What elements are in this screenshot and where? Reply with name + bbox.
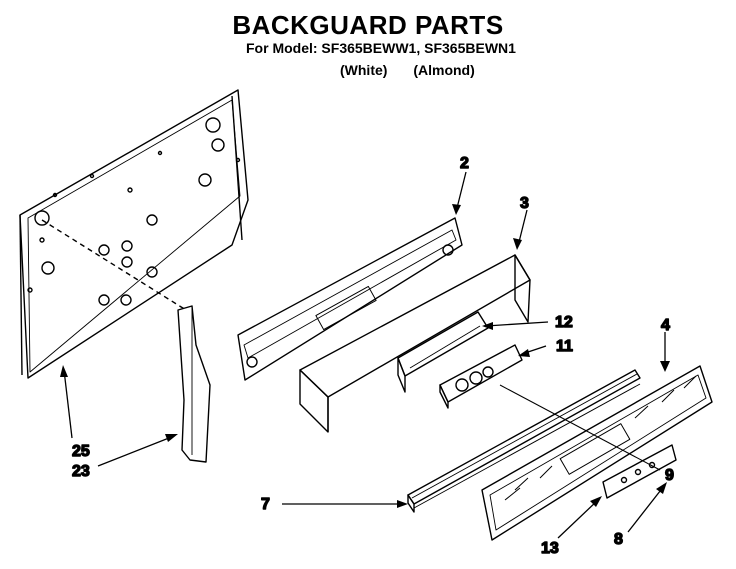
rear-panel bbox=[19, 89, 249, 379]
side-bracket bbox=[177, 305, 211, 463]
variant-almond: (Almond) bbox=[413, 62, 475, 78]
callout-11: 11 bbox=[556, 338, 573, 355]
callout-9: 9 bbox=[665, 467, 674, 484]
diagram-title: BACKGUARD PARTS bbox=[232, 10, 504, 40]
leader-lines bbox=[60, 171, 670, 539]
callout-4: 4 bbox=[661, 317, 670, 334]
control-insert bbox=[439, 344, 523, 409]
variant-white: (White) bbox=[340, 62, 388, 78]
trim-strip bbox=[407, 369, 641, 513]
window-frame bbox=[397, 311, 489, 393]
callout-23: 23 bbox=[72, 463, 90, 480]
control-panel bbox=[481, 365, 713, 541]
callout-12: 12 bbox=[555, 314, 573, 331]
callout-8: 8 bbox=[614, 531, 623, 548]
backguard-shell bbox=[299, 254, 531, 433]
callout-25: 25 bbox=[72, 443, 90, 460]
display-overlay bbox=[602, 444, 677, 499]
upper-bracket bbox=[237, 217, 463, 381]
model-line: For Model: SF365BEWW1, SF365BEWN1 bbox=[246, 40, 516, 56]
color-variants: (White) (Almond) bbox=[340, 62, 497, 78]
callout-3: 3 bbox=[520, 195, 529, 212]
callout-7: 7 bbox=[261, 496, 270, 513]
callout-2: 2 bbox=[460, 155, 469, 172]
callout-13: 13 bbox=[541, 540, 559, 557]
